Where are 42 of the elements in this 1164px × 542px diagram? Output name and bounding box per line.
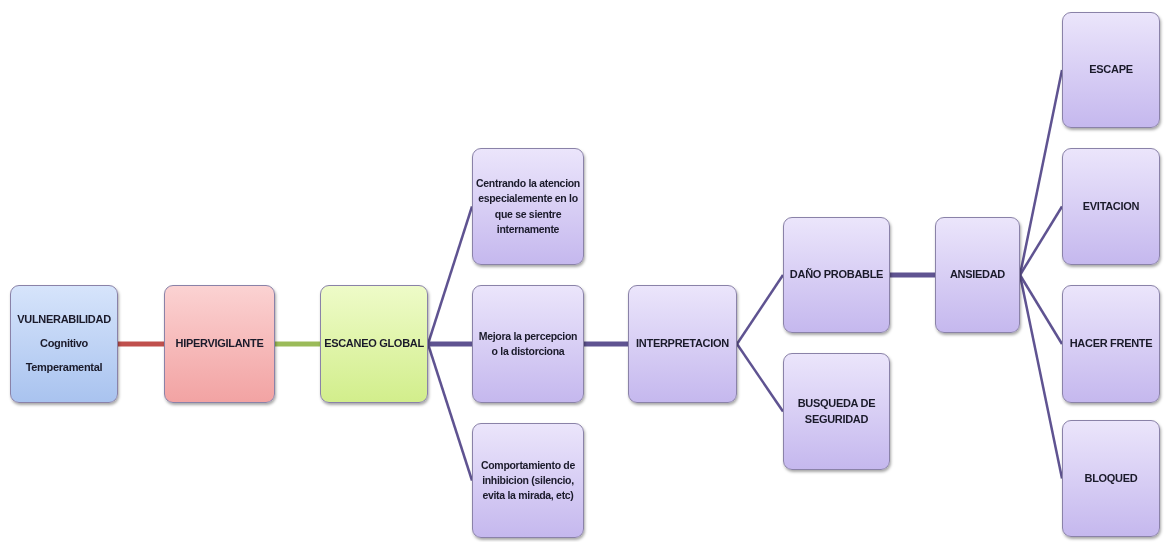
connector-line (584, 341, 628, 347)
connector-line (275, 341, 320, 347)
connector-line (426, 343, 474, 481)
connector-line (1018, 274, 1064, 479)
box-text: Centrando la atencion especialemente en lo que se sientre internamente (476, 176, 580, 237)
box-text: ANSIEDAD (949, 267, 1006, 283)
connector-line (1018, 205, 1064, 276)
box-text: Cognitivo (40, 336, 88, 352)
box-text: ESCAPE (1089, 62, 1133, 78)
box-text: Mejora la percepcion o la distorciona (477, 328, 579, 359)
process-box (1062, 420, 1160, 537)
box-text: BUSQUEDA DE SEGURIDAD (796, 395, 877, 427)
box-text: DAÑO PROBABLE (789, 267, 884, 283)
box-text: EVITACION (1082, 198, 1140, 214)
box-text: HIPERVIGILANTE (175, 336, 264, 352)
box-text: Comportamiento de inhibicion (silencio, evita la mirada, etc) (479, 457, 577, 504)
process-box (1062, 285, 1160, 403)
box-text: ESCANEO GLOBAL (324, 336, 424, 352)
connector-line (118, 341, 164, 347)
process-box (935, 217, 1020, 333)
process-box (472, 423, 584, 538)
process-box (1062, 148, 1160, 265)
process-box (164, 285, 275, 403)
connector-line (428, 341, 472, 347)
box-text: Temperamental (25, 359, 103, 375)
connector-line (1018, 274, 1064, 345)
process-box (783, 353, 890, 470)
process-box (320, 285, 428, 403)
process-box (472, 148, 584, 265)
process-box (628, 285, 737, 403)
connector-line (890, 272, 935, 278)
box-text: HACER FRENTE (1069, 336, 1153, 352)
process-box (472, 285, 584, 403)
box-text: VULNERABILIDAD (17, 312, 111, 328)
connector-line (426, 206, 474, 345)
connector-line (735, 343, 785, 413)
process-box (783, 217, 890, 333)
box-text: BLOQUED (1084, 470, 1138, 486)
connector-line (735, 274, 785, 345)
process-box (1062, 12, 1160, 128)
process-box (10, 285, 118, 403)
box-text: INTERPRETACION (636, 336, 729, 352)
